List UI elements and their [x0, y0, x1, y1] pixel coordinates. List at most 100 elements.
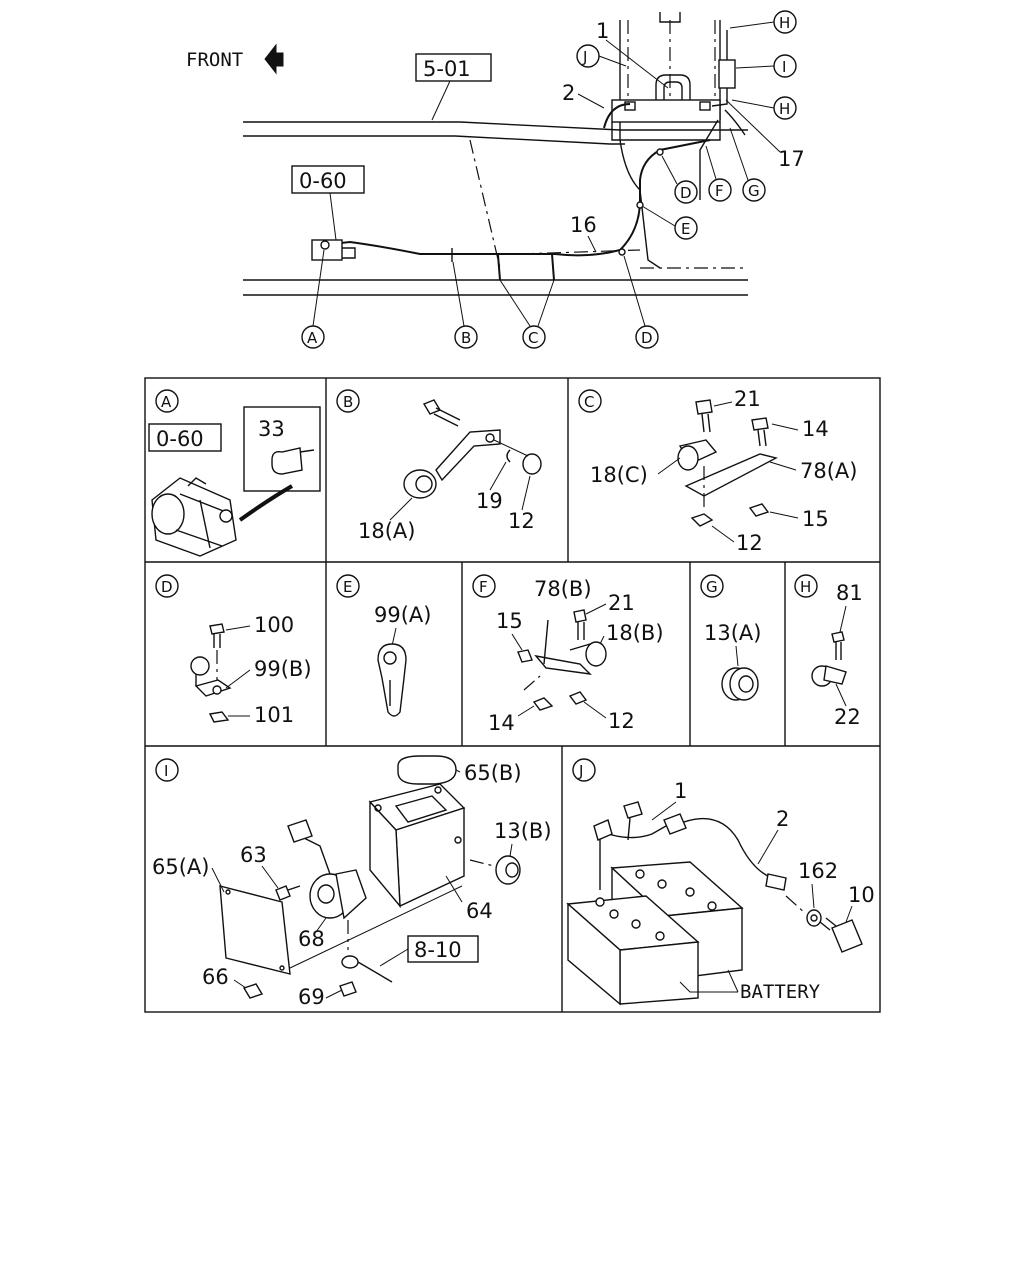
panel-I-tag: I — [155, 758, 179, 782]
part-66: 66 — [202, 965, 229, 989]
part-100: 100 — [254, 613, 294, 637]
part-81: 81 — [836, 581, 863, 605]
svg-text:D: D — [161, 578, 173, 596]
panel-A: A 0-60 33 — [148, 389, 321, 557]
ref-8-10: 8-10 — [414, 938, 462, 962]
svg-text:I: I — [782, 58, 786, 76]
panel-G-tag: G — [700, 574, 724, 598]
part-15-c: 15 — [802, 507, 829, 531]
svg-text:F: F — [715, 182, 724, 200]
part-78a: 78(A) — [800, 459, 857, 483]
part-12-c: 12 — [736, 531, 763, 555]
panel-C-tag: C — [578, 389, 602, 413]
panel-C: C 21 14 18(C) 78(A) 15 12 — [578, 387, 857, 555]
circle-F-top: F — [708, 178, 732, 202]
panel-H: H 81 22 — [794, 574, 863, 729]
callout-17: 17 — [778, 147, 805, 171]
circle-E-top: E — [674, 216, 698, 240]
panel-F-tag: F — [472, 574, 496, 598]
panel-B-tag: B — [336, 389, 360, 413]
svg-text:C: C — [528, 329, 538, 347]
circle-H-top: H — [773, 10, 797, 34]
part-99b: 99(B) — [254, 657, 312, 681]
part-19: 19 — [476, 489, 503, 513]
part-18c: 18(C) — [590, 463, 648, 487]
part-15-f: 15 — [496, 609, 523, 633]
svg-text:G: G — [748, 182, 760, 200]
battery-pair — [566, 861, 744, 1006]
part-68: 68 — [298, 927, 325, 951]
part-13a: 13(A) — [704, 621, 761, 645]
part-162: 162 — [798, 859, 838, 883]
svg-text:D: D — [680, 184, 692, 202]
part-13b: 13(B) — [494, 819, 552, 843]
svg-text:C: C — [584, 393, 594, 411]
svg-text:E: E — [681, 220, 690, 238]
callout-1: 1 — [596, 19, 609, 43]
part-65a: 65(A) — [152, 855, 209, 879]
svg-text:H: H — [779, 100, 790, 118]
part-63: 63 — [240, 843, 267, 867]
svg-text:A: A — [161, 393, 172, 411]
circle-A-top: A — [301, 325, 325, 349]
panel-G: G 13(A) — [700, 574, 761, 701]
part-12-f: 12 — [608, 709, 635, 733]
panel-J-tag: J — [572, 758, 596, 782]
circle-D-top: D — [674, 180, 698, 204]
part-99a: 99(A) — [374, 603, 431, 627]
ref-5-01: 5-01 — [423, 57, 471, 81]
front-label: FRONT — [186, 49, 243, 71]
panel-E: E 99(A) — [336, 574, 431, 717]
fuse-box — [368, 783, 466, 909]
panel-H-tag: H — [794, 574, 818, 598]
overview-drawing: FRONT — [186, 10, 805, 349]
circle-B-top: B — [454, 325, 478, 349]
detail-grid — [144, 377, 881, 1013]
circle-C-top: C — [522, 325, 546, 349]
part-33: 33 — [258, 417, 285, 441]
svg-text:B: B — [343, 393, 353, 411]
svg-text:A: A — [307, 329, 318, 347]
panel-D: D 100 99(B) 101 — [155, 574, 312, 727]
svg-text:G: G — [706, 578, 718, 596]
part-101: 101 — [254, 703, 294, 727]
svg-text:I: I — [164, 762, 168, 780]
starter-motor — [151, 477, 237, 557]
callout-2: 2 — [562, 81, 575, 105]
circle-H-top2: H — [773, 96, 797, 120]
panel-D-tag: D — [155, 574, 179, 598]
part-1-j: 1 — [674, 779, 687, 803]
svg-text:J: J — [578, 762, 583, 780]
part-18b: 18(B) — [606, 621, 664, 645]
part-69: 69 — [298, 985, 325, 1009]
part-14-f: 14 — [488, 711, 515, 735]
part-65b: 65(B) — [464, 761, 522, 785]
ref-0-60: 0-60 — [299, 169, 347, 193]
svg-text:F: F — [479, 578, 488, 596]
front-arrow-icon — [264, 43, 284, 75]
circle-J-top: J — [576, 44, 600, 68]
part-64: 64 — [466, 899, 493, 923]
circle-I-top: I — [773, 54, 797, 78]
panel-F: F 78(B) 15 21 18(B) 14 12 — [472, 574, 664, 735]
panel-E-tag: E — [336, 574, 360, 598]
part-2-j: 2 — [776, 807, 789, 831]
part-14-c: 14 — [802, 417, 829, 441]
battery-label: BATTERY — [740, 981, 821, 1003]
part-21-f: 21 — [608, 591, 635, 615]
svg-text:H: H — [800, 578, 811, 596]
svg-text:J: J — [582, 48, 587, 66]
panel-J: J 1 2 162 — [566, 758, 875, 1006]
part-10: 10 — [848, 883, 875, 907]
circle-D-top2: D — [635, 325, 659, 349]
part-18a: 18(A) — [358, 519, 415, 543]
callout-16: 16 — [570, 213, 597, 237]
part-21-c: 21 — [734, 387, 761, 411]
circle-G-top: G — [742, 178, 766, 202]
panel-B: B 18(A) 19 12 — [336, 389, 542, 543]
svg-text:E: E — [343, 578, 352, 596]
svg-text:H: H — [779, 14, 790, 32]
part-78b: 78(B) — [534, 577, 592, 601]
part-22: 22 — [834, 705, 861, 729]
